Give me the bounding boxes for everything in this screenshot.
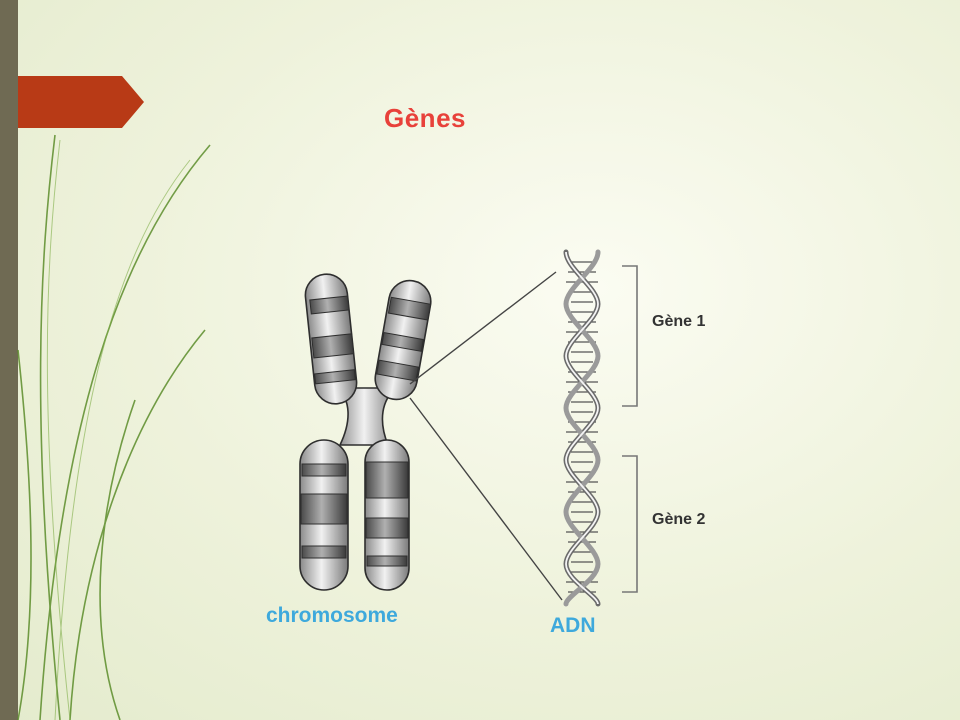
dna-label: ADN [550, 614, 596, 637]
chromosome-illustration [299, 273, 432, 591]
accent-arrow-tab [18, 76, 144, 128]
gene-brackets [622, 265, 638, 593]
dna-helix-illustration [563, 249, 601, 607]
chromosome-label: chromosome [266, 604, 398, 627]
slide-title: Gènes [384, 103, 466, 133]
gene-2-label: Gène 2 [652, 511, 706, 528]
gene-diagram [299, 249, 638, 607]
gene-1-label: Gène 1 [652, 313, 706, 330]
zoom-lines [409, 271, 563, 601]
left-sidebar-bar [0, 0, 18, 720]
